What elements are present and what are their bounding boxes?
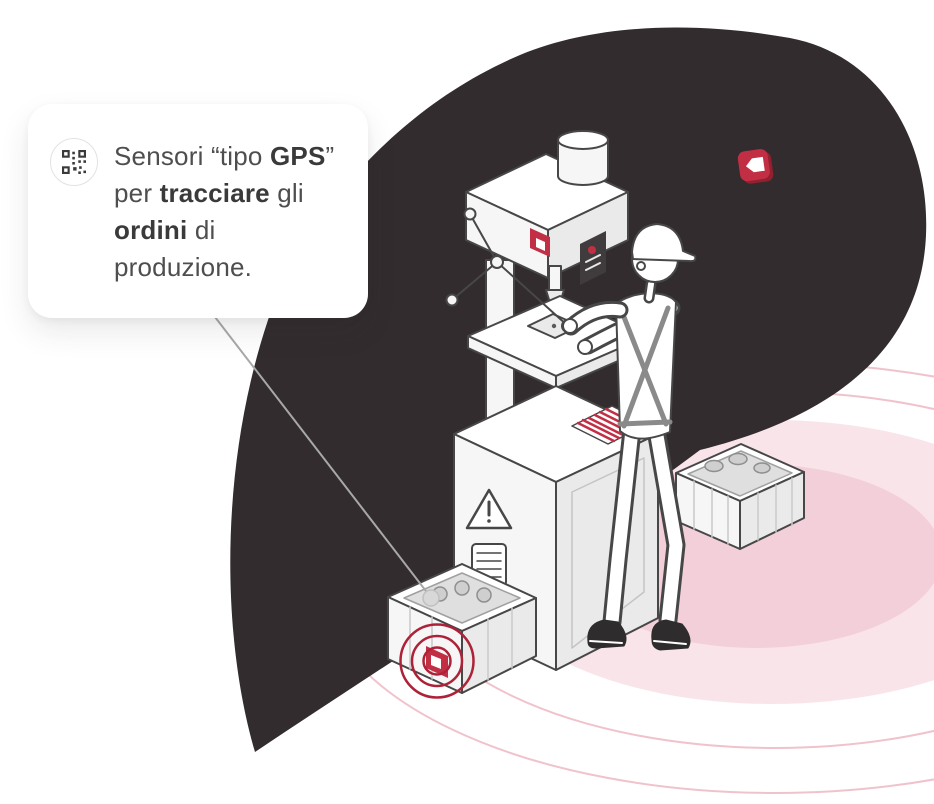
warning-triangle-icon (465, 488, 513, 530)
callout-card: Sensori “tipo GPS” per tracciare gli ord… (28, 104, 368, 318)
dark-background-shape (230, 27, 927, 753)
connector-line (214, 316, 430, 596)
callout-text: Sensori “tipo GPS” per tracciare gli ord… (114, 138, 334, 286)
crate-sensor-tag (426, 646, 448, 678)
machine-control-panel (580, 231, 606, 285)
floating-sensor-tag (737, 149, 774, 184)
worker-cap (631, 223, 697, 263)
connector-dot (422, 589, 440, 607)
callout-text-line-4: produzione. (114, 252, 253, 282)
qr-code-icon (50, 138, 98, 186)
machine-sensor-tag (530, 228, 550, 257)
callout-text-line-3: ordini di (114, 215, 216, 245)
callout-text-line-1: Sensori “tipo GPS” (114, 141, 335, 171)
radar-target (399, 623, 475, 699)
worker-illustration (562, 223, 697, 651)
parts-crate-right (675, 443, 805, 550)
connector (214, 316, 440, 607)
parts-crate-left (387, 563, 537, 694)
callout-text-line-2: per tracciare gli (114, 178, 304, 208)
